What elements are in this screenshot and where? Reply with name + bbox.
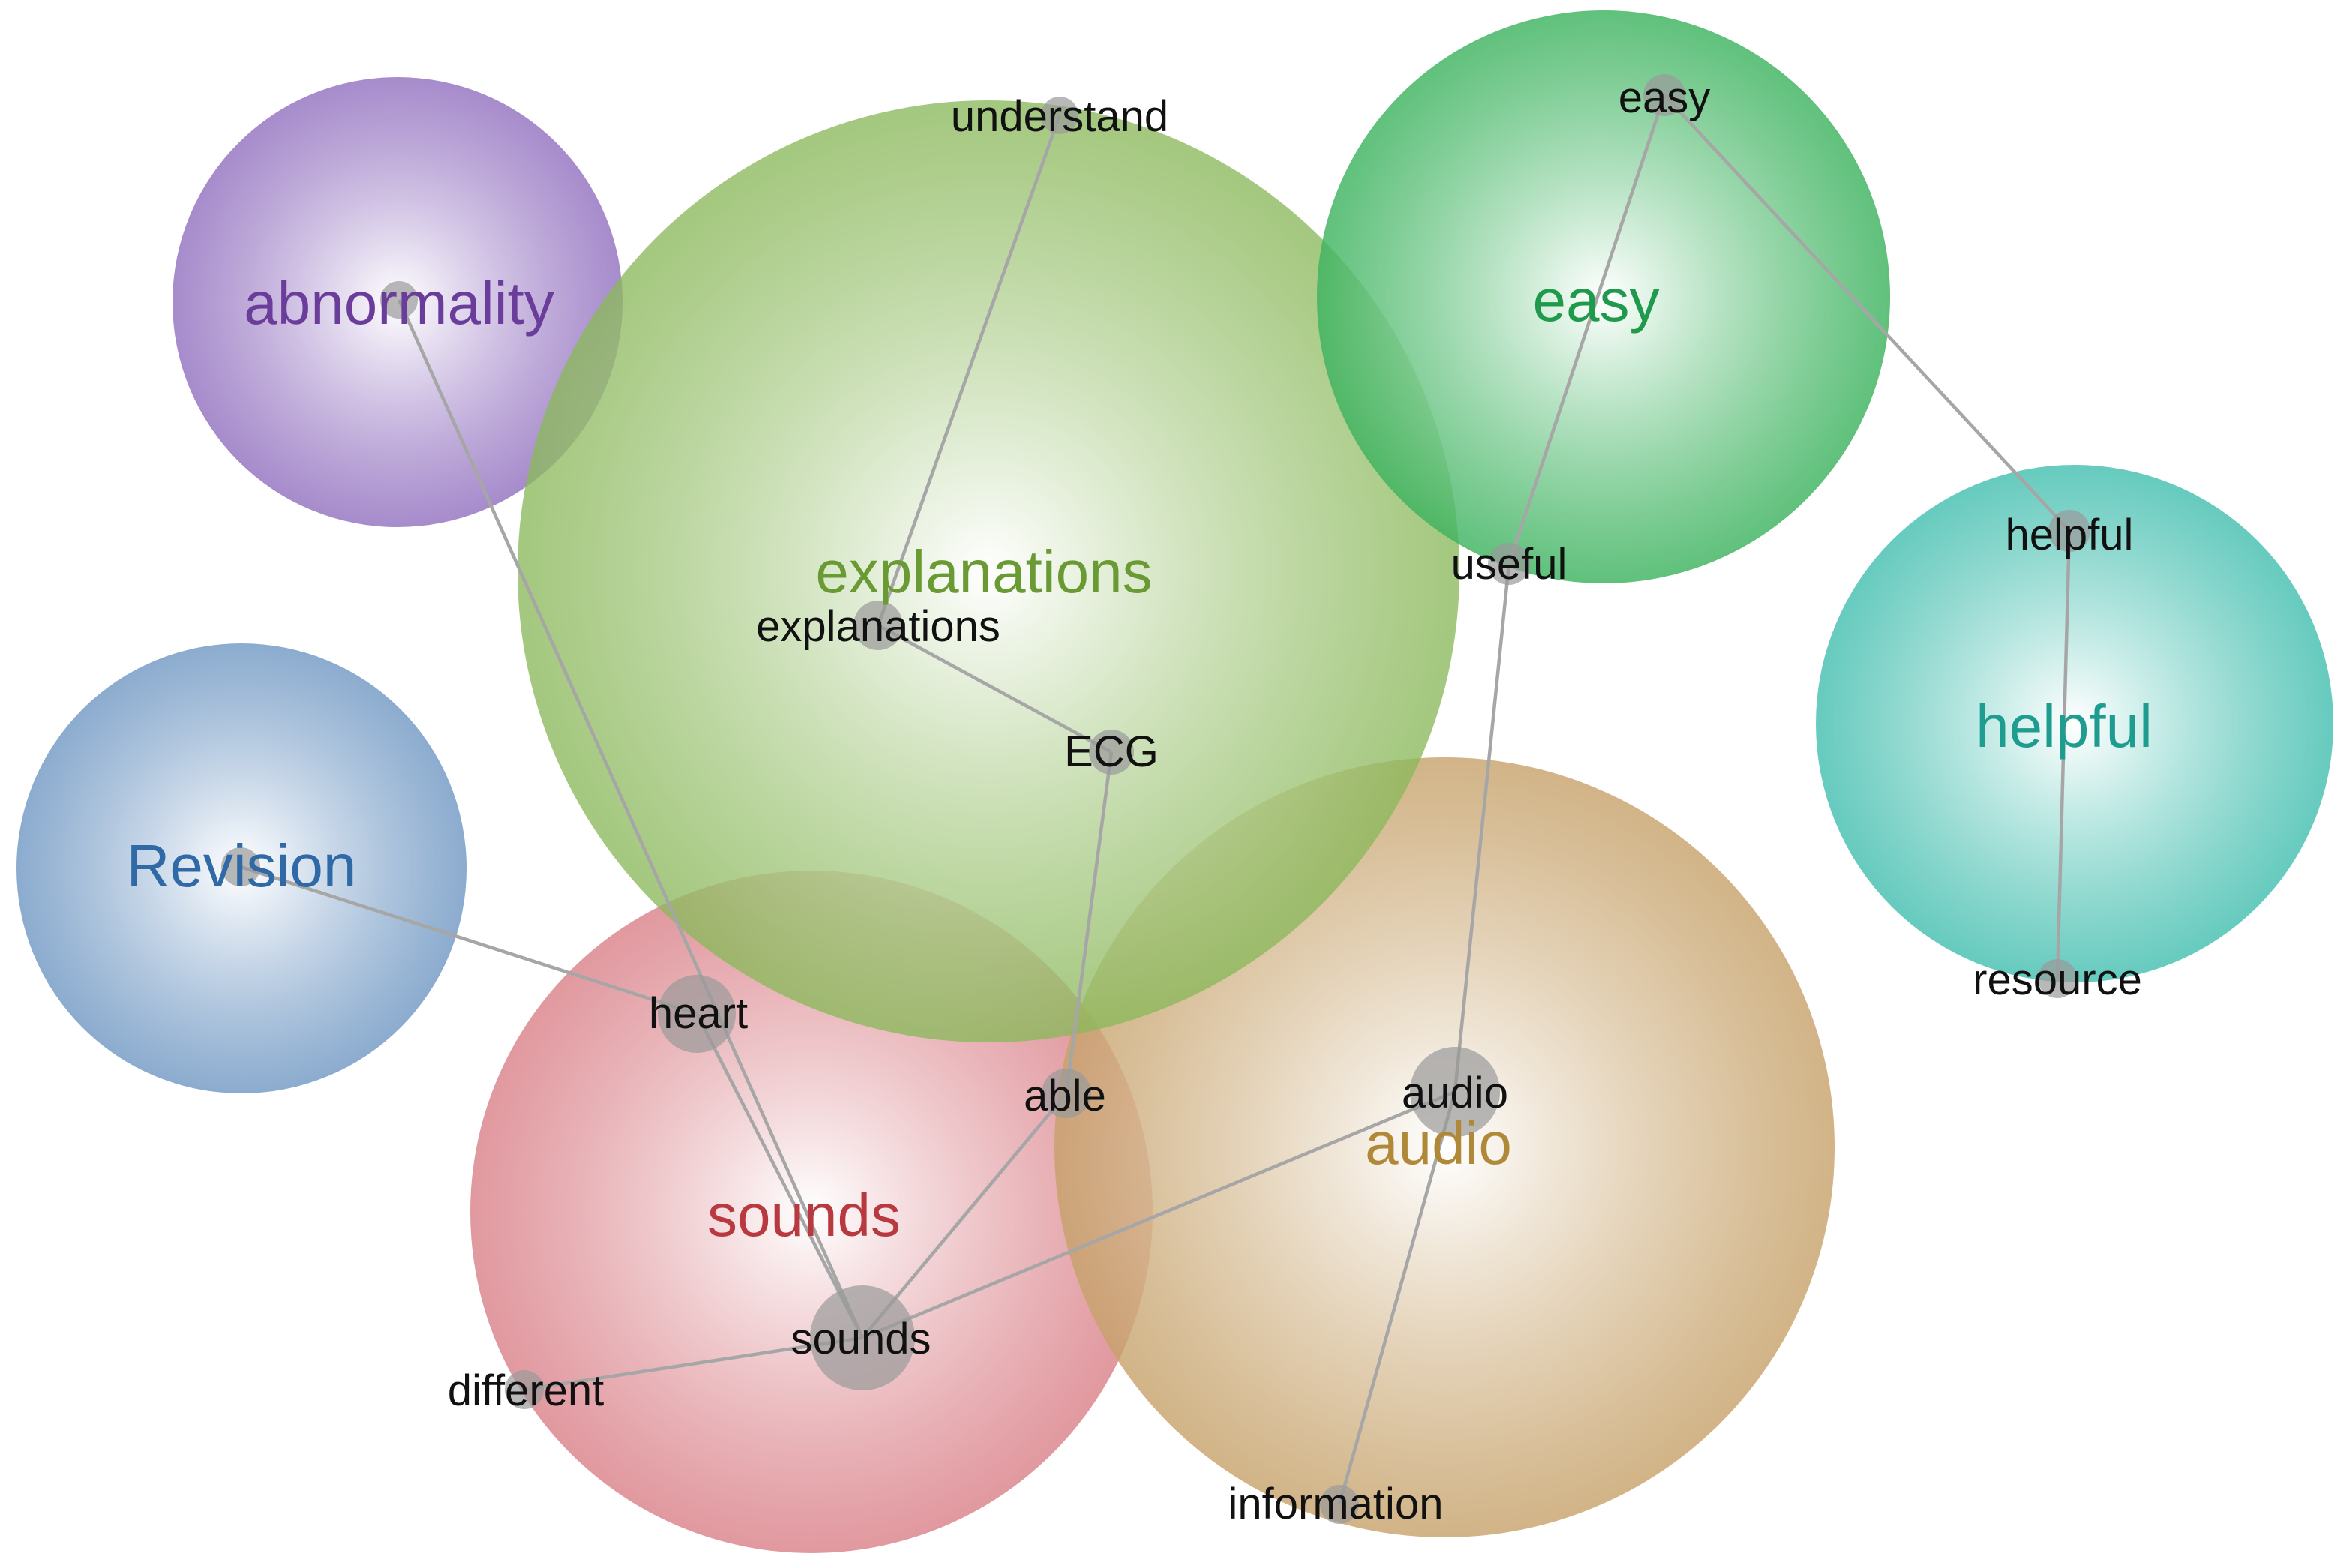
theme-label-helpful: helpful (1976, 693, 2152, 760)
edge-able-sounds (861, 1092, 1068, 1339)
node-label-information: information (1228, 1480, 1444, 1528)
node-useful (1488, 543, 1530, 585)
node-heart (658, 975, 736, 1053)
node-label-audio: audio (1402, 1069, 1508, 1117)
edge-ecg-able (1064, 751, 1114, 1094)
node-easy (1643, 74, 1685, 116)
node-explanations (854, 601, 903, 650)
edge-easy-helpful (1663, 94, 2071, 532)
theme-circle-helpful (1816, 465, 2333, 982)
theme-label-abnormality: abnormality (244, 270, 554, 337)
theme-label-revision: Revision (127, 832, 357, 899)
node-revision (221, 847, 260, 886)
node-different (505, 1370, 544, 1409)
node-label-sounds: sounds (790, 1315, 931, 1363)
edge-abnormality-sounds (397, 299, 865, 1339)
node-helpful (2048, 510, 2090, 552)
theme-label-sounds: sounds (707, 1182, 901, 1249)
node-labels: understand explanations ECG easy useful … (448, 73, 2142, 1528)
edges (240, 94, 2072, 1505)
node-able (1042, 1069, 1091, 1118)
edge-audio-information (1337, 1091, 1457, 1505)
node-abnormality (380, 281, 418, 319)
node-label-understand: understand (951, 92, 1168, 141)
edge-revision-heart (240, 865, 698, 1016)
node-audio (1410, 1047, 1500, 1137)
node-label-helpful: helpful (2006, 511, 2134, 559)
edge-helpful-resource (2055, 530, 2072, 979)
theme-circles (16, 10, 2333, 1553)
node-label-heart: heart (649, 989, 748, 1038)
edge-sounds-different (524, 1336, 863, 1392)
edge-understand-explanations (876, 115, 1062, 626)
edge-explanations-ecg (877, 624, 1113, 754)
node-label-useful: useful (1451, 540, 1568, 589)
node-information (1320, 1485, 1359, 1524)
theme-circle-explanations (518, 100, 1460, 1042)
edge-easy-useful (1507, 94, 1666, 565)
node-label-explanations: explanations (756, 602, 1000, 651)
edge-sounds-audio (862, 1090, 1456, 1340)
node-label-easy: easy (1618, 73, 1711, 122)
node-label-different: different (448, 1366, 604, 1415)
edge-useful-audio (1453, 563, 1511, 1093)
node-understand (1041, 97, 1078, 134)
theme-label-easy: easy (1533, 267, 1660, 334)
node-sounds (810, 1285, 915, 1390)
node-label-able: able (1024, 1072, 1106, 1120)
node-label-ecg: ECG (1064, 727, 1159, 776)
nodes (221, 74, 2090, 1524)
node-resource (2038, 959, 2077, 998)
edge-heart-sounds (694, 1012, 865, 1339)
node-ecg (1089, 730, 1134, 775)
theme-label-explanations: explanations (815, 538, 1152, 605)
theme-label-audio: audio (1365, 1110, 1512, 1177)
theme-labels: abnormality explanations easy helpful Re… (127, 267, 2152, 1249)
node-label-resource: resource (1972, 955, 2142, 1004)
theme-circle-easy (1317, 10, 1890, 583)
